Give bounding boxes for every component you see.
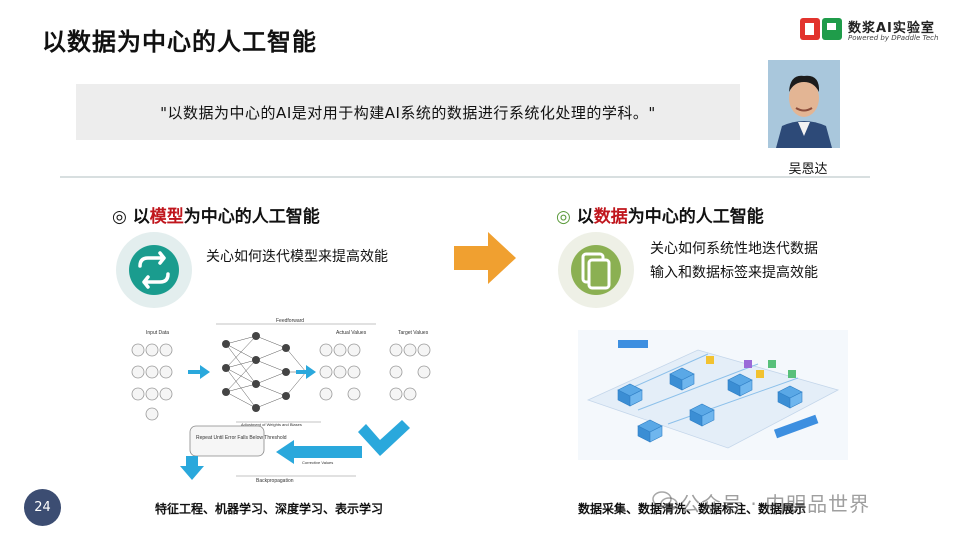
feedforward-label: Feedforward: [276, 318, 304, 324]
section-divider: [60, 176, 870, 178]
model-centric-heading: ◎ 以模型为中心的人工智能: [112, 202, 320, 227]
neural-network-diagram: Input Data Feedforward Actual Values Tar…: [131, 318, 431, 484]
watermark-text: 公众号 · 内明品世界: [680, 492, 871, 516]
logo-tagline: Powered by DPaddle Tech: [848, 34, 939, 42]
slide-title: 以数据为中心的人工智能: [42, 28, 317, 56]
target-values-label: Target Values: [398, 330, 429, 336]
data-centric-caption: 数据采集、数据清洗、数据标注、数据展示: [578, 502, 807, 516]
refresh-icon: [138, 251, 170, 289]
wechat-icon: [652, 491, 678, 511]
heading-emphasis: 模型: [149, 207, 184, 227]
heading-suffix: 为中心的人工智能: [627, 207, 764, 227]
right-arrow-icon: [454, 232, 516, 284]
heading-prefix: 以: [132, 207, 150, 227]
error-loop-label: Repeat Until Error Falls Below Threshold: [196, 435, 287, 441]
model-centric-description: 关心如何迭代模型来提高效能: [206, 249, 388, 265]
brand-logo: 数浆AI实验室 Powered by DPaddle Tech: [800, 16, 950, 48]
portrait-caption: 吴恩达: [788, 162, 828, 177]
actual-values-label: Actual Values: [336, 330, 367, 336]
heading-suffix: 为中心的人工智能: [183, 207, 320, 227]
bullet-icon: ◎: [556, 207, 571, 227]
corrective-values-label: Corrective Values: [302, 460, 333, 465]
heading-prefix: 以: [576, 207, 594, 227]
quote-box: "以数据为中心的AI是对用于构建AI系统的数据进行系统化处理的学科。": [76, 84, 740, 140]
description-line-1: 关心如何系统性地迭代数据: [650, 241, 818, 257]
person-icon: [768, 60, 840, 148]
adjustment-label: Adjustment of Weights and Biases: [241, 422, 302, 427]
page-number: 24: [24, 489, 61, 526]
model-cycle-icon: [116, 232, 192, 308]
copy-icon: [581, 252, 611, 290]
description-line-2: 输入和数据标签来提高效能: [650, 265, 818, 281]
heading-emphasis: 数据: [593, 207, 628, 227]
model-centric-caption: 特征工程、机器学习、深度学习、表示学习: [155, 502, 384, 516]
bullet-icon: ◎: [112, 207, 127, 227]
data-stack-icon: [558, 232, 634, 308]
dp-logo-icon: [800, 18, 842, 40]
logo-name: 数浆AI实验室: [848, 21, 935, 36]
backpropagation-label: Backpropagation: [256, 478, 294, 484]
data-centric-description: 关心如何系统性地迭代数据 输入和数据标签来提高效能: [650, 237, 818, 285]
quote-text: "以数据为中心的AI是对用于构建AI系统的数据进行系统化处理的学科。": [160, 103, 656, 122]
data-centric-heading: ◎ 以数据为中心的人工智能: [556, 202, 764, 227]
data-platform-diagram: [578, 330, 848, 460]
portrait-photo: [768, 60, 840, 148]
input-data-label: Input Data: [146, 330, 169, 336]
